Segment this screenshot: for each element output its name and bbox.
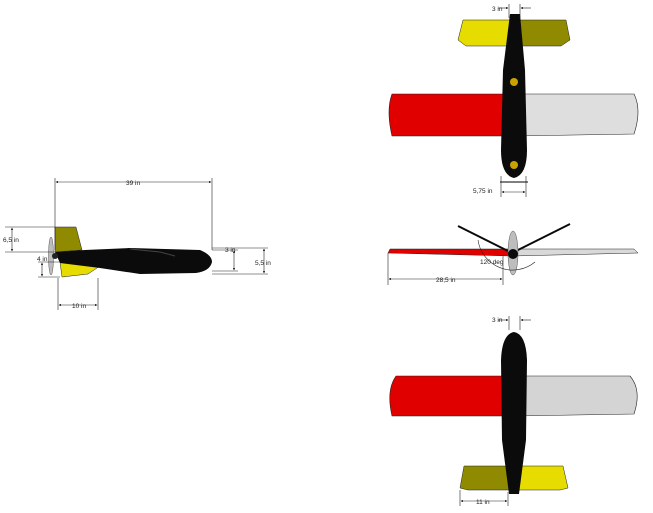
side-view: 39 in 6,5 in 4 in 10 in 3 in 5,5 in <box>3 178 271 310</box>
side-canopy <box>129 248 176 257</box>
top-left-stab <box>457 19 515 47</box>
bottom-right-wing <box>514 375 638 417</box>
front-left-wing <box>387 248 513 257</box>
top-fuselage <box>501 14 527 178</box>
side-spinner <box>52 253 58 259</box>
dim-side-tail-chord: 10 in <box>72 303 86 310</box>
bottom-fuselage <box>501 332 527 494</box>
dim-bottom-stab-width: 11 in <box>476 499 490 506</box>
side-fuselage <box>55 248 212 274</box>
dim-bottom-nose-width: 3 in <box>492 317 503 324</box>
front-dihedral-arc <box>477 239 536 271</box>
dim-side-body-height: 5,5 in <box>255 260 271 267</box>
dim-top-fin-width: 3 in <box>492 6 503 13</box>
dim-top-body-width: 5,75 in <box>473 188 493 195</box>
front-right-wing <box>511 248 639 257</box>
front-view: 120 deg 28,5 in <box>387 223 639 285</box>
top-view: 3 in 5,75 in <box>388 4 639 197</box>
front-spinner <box>508 249 518 259</box>
dim-side-nose-height: 3 in <box>225 247 236 254</box>
top-left-wing <box>388 93 516 137</box>
dim-side-stab-height: 4 in <box>37 256 48 263</box>
bottom-left-wing <box>389 375 516 417</box>
dim-front-half-span: 28,5 in <box>436 277 456 284</box>
dim-side-tail-height: 6,5 in <box>3 237 19 244</box>
top-right-wing <box>514 93 639 137</box>
side-vertical-tail <box>54 226 83 253</box>
front-right-stab <box>515 223 571 252</box>
top-emblem-rear <box>510 78 518 86</box>
dim-side-length: 39 in <box>126 180 140 187</box>
bottom-view: 3 in 11 in <box>389 316 638 506</box>
top-emblem-front <box>510 161 518 169</box>
front-left-stab <box>457 225 509 252</box>
dim-front-dihedral: 120 deg <box>480 259 504 266</box>
